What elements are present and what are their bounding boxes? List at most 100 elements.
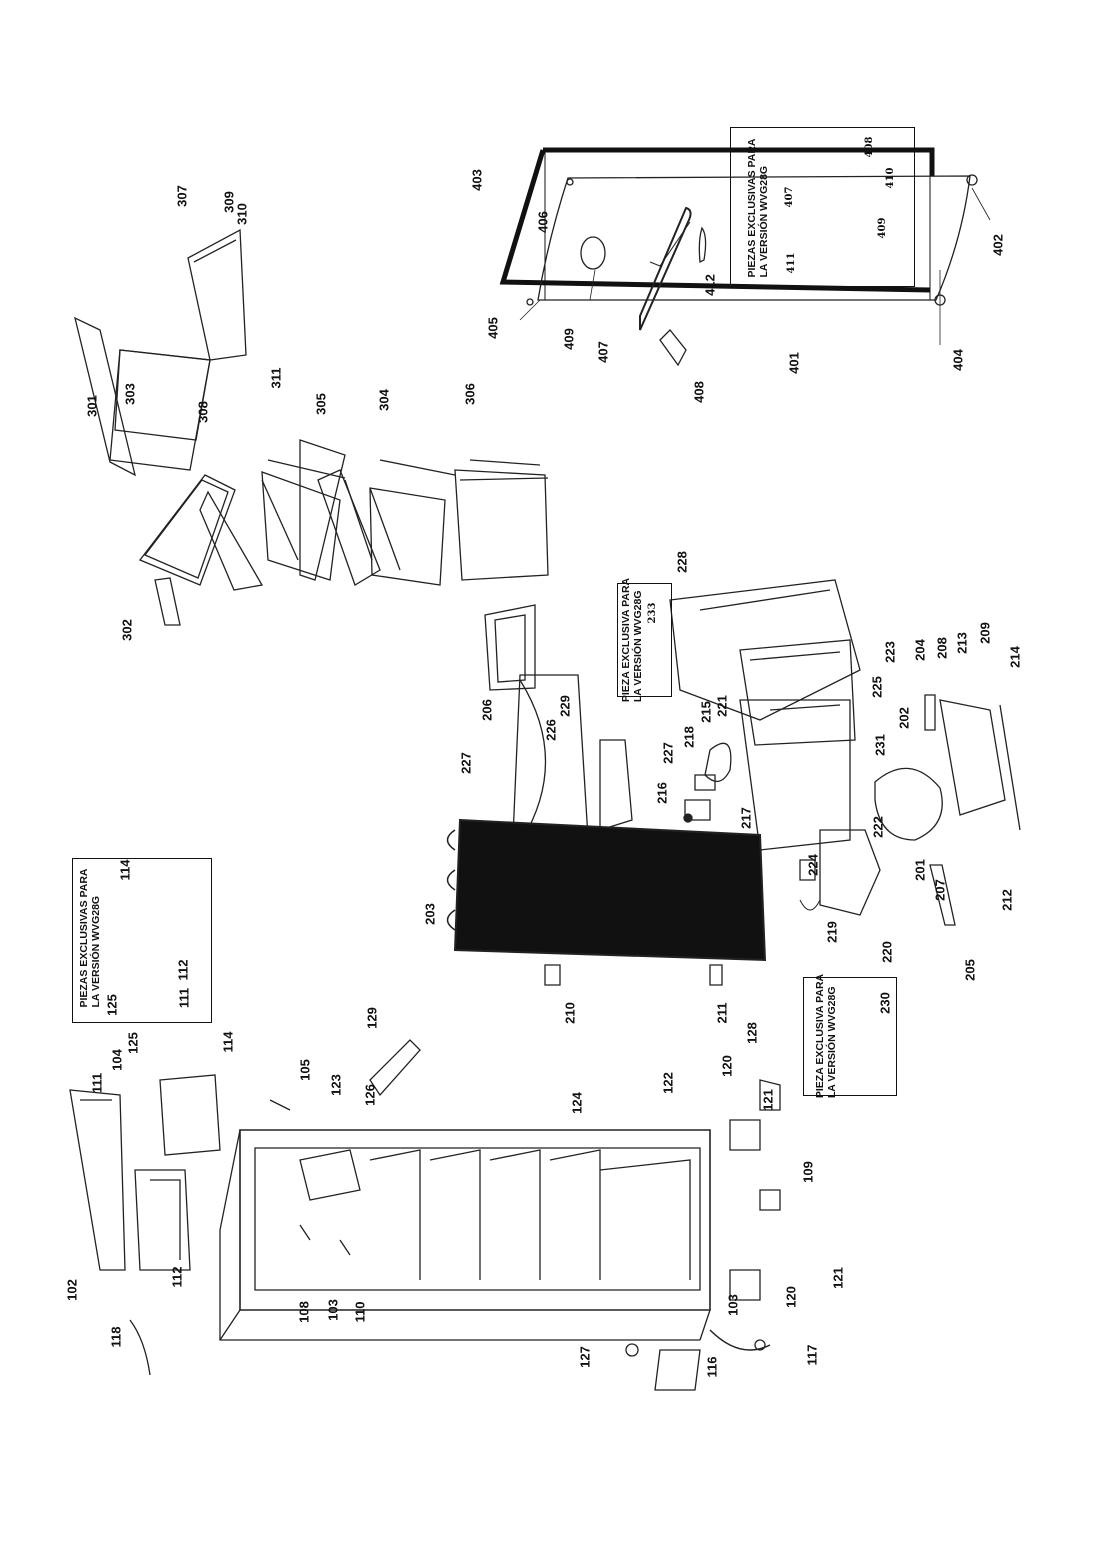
part-label-220: 220 — [879, 941, 895, 963]
door-assembly — [499, 147, 991, 367]
part-label-126: 126 — [362, 1084, 378, 1106]
part-label-403: 403 — [469, 169, 485, 191]
part-label-123: 123 — [328, 1074, 344, 1096]
part-label-103: 103 — [725, 1294, 741, 1316]
part-label-214: 214 — [1007, 646, 1023, 668]
part-label-410: 410 — [885, 167, 896, 189]
part-label-231: 231 — [872, 734, 888, 756]
part-label-121: 121 — [760, 1089, 776, 1111]
part-label-204: 204 — [912, 639, 928, 661]
part-label-213: 213 — [954, 632, 970, 654]
inset-door-parts — [730, 127, 915, 287]
part-label-306: 306 — [462, 383, 478, 405]
part-label-108: 108 — [296, 1301, 312, 1323]
part-label-118: 118 — [108, 1326, 124, 1348]
part-label-102: 102 — [64, 1279, 80, 1301]
part-label-210: 210 — [562, 1002, 578, 1024]
part-label-212: 212 — [999, 889, 1015, 911]
part-label-124: 124 — [569, 1092, 585, 1114]
inset-compressor-title: PIEZA EXCLUSIVA PARA LA VERSIÓN WVG28G — [619, 577, 644, 703]
inset-control-parts — [72, 858, 212, 1023]
part-label-221: 221 — [714, 695, 730, 717]
part-label-408: 408 — [691, 381, 707, 403]
part-label-209: 209 — [977, 622, 993, 644]
part-label-226: 226 — [543, 719, 559, 741]
part-label-125: 125 — [104, 994, 120, 1016]
part-label-215: 215 — [698, 701, 714, 723]
shelves-assembly — [74, 228, 549, 626]
part-label-105: 105 — [297, 1059, 313, 1081]
part-label-116: 116 — [704, 1356, 720, 1378]
part-label-111: 111 — [89, 1072, 105, 1094]
part-label-308: 308 — [195, 401, 211, 423]
part-label-402: 402 — [990, 234, 1006, 256]
part-label-208: 208 — [934, 637, 950, 659]
part-label-227: 227 — [660, 742, 676, 764]
part-label-406: 406 — [535, 211, 551, 233]
part-label-222: 222 — [870, 816, 886, 838]
part-label-114: 114 — [117, 859, 133, 881]
part-label-203: 203 — [422, 903, 438, 925]
part-label-216: 216 — [654, 782, 670, 804]
part-label-211: 211 — [714, 1002, 730, 1024]
part-label-307: 307 — [174, 185, 190, 207]
part-label-408: 408 — [864, 136, 875, 158]
inset-control-title: PIEZAS EXCLUSIVAS PARA LA VERSIÓN WVG28G — [77, 868, 102, 1008]
part-label-201: 201 — [912, 859, 928, 881]
inset-compressor-parts — [617, 583, 672, 697]
part-label-127: 127 — [577, 1346, 593, 1368]
part-label-304: 304 — [376, 389, 392, 411]
part-label-233: 233 — [647, 602, 658, 624]
cooling-assembly — [446, 579, 1021, 986]
part-label-411: 411 — [786, 252, 797, 274]
part-label-206: 206 — [479, 699, 495, 721]
part-label-412: 412 — [702, 274, 718, 296]
part-label-301: 301 — [84, 395, 100, 417]
inset-evaporator-title: PIEZA EXCLUSIVA PARA LA VERSIÓN WVG28G — [813, 973, 838, 1099]
part-label-117: 117 — [804, 1344, 820, 1366]
part-label-111: 111 — [176, 987, 192, 1009]
part-label-401: 401 — [786, 352, 802, 374]
part-label-125: 125 — [125, 1032, 141, 1054]
part-label-230: 230 — [877, 992, 893, 1014]
part-label-228: 228 — [674, 551, 690, 573]
part-label-407: 407 — [595, 341, 611, 363]
part-label-120: 120 — [719, 1055, 735, 1077]
part-label-120: 120 — [783, 1286, 799, 1308]
part-label-224: 224 — [805, 854, 821, 876]
part-label-110: 110 — [352, 1301, 368, 1323]
part-label-114: 114 — [220, 1031, 236, 1053]
part-label-218: 218 — [681, 726, 697, 748]
part-label-303: 303 — [122, 383, 138, 405]
part-label-302: 302 — [119, 619, 135, 641]
part-label-405: 405 — [485, 317, 501, 339]
part-label-404: 404 — [950, 349, 966, 371]
part-label-223: 223 — [882, 641, 898, 663]
part-label-227: 227 — [458, 752, 474, 774]
part-label-409: 409 — [561, 328, 577, 350]
part-label-217: 217 — [738, 807, 754, 829]
inset-door-title: PIEZAS EXCLUSIVAS PARA LA VERSIÓN WVG28G — [745, 138, 770, 278]
part-label-225: 225 — [869, 676, 885, 698]
part-label-112: 112 — [169, 1266, 185, 1288]
part-label-205: 205 — [962, 959, 978, 981]
part-label-305: 305 — [313, 393, 329, 415]
part-label-311: 311 — [268, 367, 284, 389]
cabinet-assembly — [69, 1039, 781, 1391]
inset-evaporator-parts — [803, 977, 897, 1096]
part-label-202: 202 — [896, 707, 912, 729]
part-label-129: 129 — [364, 1007, 380, 1029]
part-label-103: 103 — [325, 1299, 341, 1321]
part-label-104: 104 — [109, 1049, 125, 1071]
part-label-407: 407 — [784, 186, 795, 208]
part-label-109: 109 — [800, 1161, 816, 1183]
part-label-219: 219 — [824, 921, 840, 943]
part-label-122: 122 — [660, 1072, 676, 1094]
part-label-128: 128 — [744, 1022, 760, 1044]
part-label-207: 207 — [932, 879, 948, 901]
part-label-310: 310 — [234, 203, 250, 225]
part-label-229: 229 — [557, 695, 573, 717]
part-label-409: 409 — [877, 217, 888, 239]
part-label-121: 121 — [830, 1267, 846, 1289]
